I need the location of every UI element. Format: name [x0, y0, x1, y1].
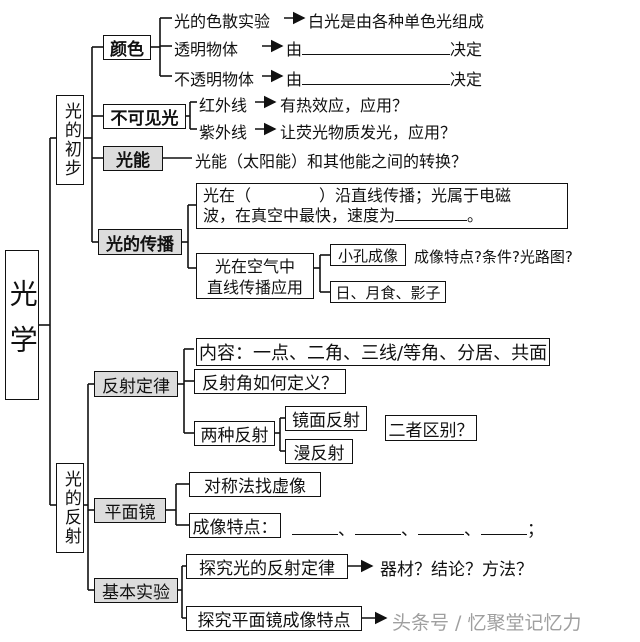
- by-text: 由: [286, 40, 303, 59]
- light-energy-label: 光能: [116, 151, 150, 171]
- ultraviolet: 紫外线: [199, 123, 248, 142]
- ultraviolet-note: 让荧光物质发光，应用？: [280, 123, 457, 142]
- branch-light-reflection: 光的反射: [56, 463, 84, 553]
- answer-blank: [292, 520, 338, 535]
- application-line2: 直线传播应用: [206, 278, 303, 297]
- eclipse-label: 日、月食、影子: [335, 283, 441, 302]
- reflection-law-label: 反射定律: [102, 376, 170, 397]
- specular-reflection: 镜面反射: [285, 406, 367, 431]
- branch-light-reflection-label: 光的反射: [60, 470, 81, 546]
- root-label: 光学: [5, 279, 39, 371]
- end: ；: [527, 520, 544, 540]
- infrared: 红外线: [199, 96, 248, 115]
- symmetry-method: 对称法找虚像: [189, 472, 321, 497]
- fact-prefix: 光在（: [203, 186, 252, 205]
- transparent-rule: 由 决定: [286, 36, 482, 60]
- sep: 、: [338, 520, 355, 540]
- watermark: 头条号 / 忆聚堂记忆力: [392, 612, 582, 634]
- pinhole-label: 小孔成像: [337, 246, 398, 265]
- fact-speed: 波，在真空中最快，速度为: [203, 206, 396, 225]
- answer-blank: [302, 70, 451, 85]
- two-reflections-label: 两种反射: [200, 426, 269, 446]
- propagation-node: 光的传播: [98, 229, 182, 255]
- experiment-reflection-law: 探究光的反射定律: [186, 554, 348, 579]
- difference-label: 二者区别？: [388, 420, 474, 441]
- sep: 、: [401, 520, 418, 540]
- two-reflections-node: 两种反射: [194, 421, 275, 446]
- decides-text: 决定: [450, 70, 483, 89]
- experiment-plane-mirror: 探究平面镜成像特点: [186, 606, 362, 631]
- exp1-label: 探究光的反射定律: [199, 559, 335, 579]
- experiment-reflection-note: 器材？结论？方法？: [380, 560, 533, 580]
- answer-blank: [251, 187, 319, 201]
- sep: 、: [464, 520, 481, 540]
- pinhole-node: 小孔成像: [330, 244, 406, 266]
- answer-blank: [395, 206, 468, 221]
- plane-mirror-label: 平面镜: [104, 503, 156, 523]
- propagation-fact-line2: 波，在真空中最快，速度为 。: [203, 206, 561, 226]
- infrared-note: 有热效应，应用？: [280, 96, 409, 115]
- color-node: 颜色: [103, 35, 151, 60]
- propagation-label: 光的传播: [106, 234, 174, 255]
- fact-suffix: ）沿直线传播；光属于电磁: [319, 186, 512, 205]
- opaque-object: 不透明物体: [174, 70, 255, 89]
- difference-question: 二者区别？: [385, 415, 477, 441]
- exp2-label: 探究平面镜成像特点: [197, 611, 351, 631]
- content-box: 内容：一点、二角、三线/等角、分居、共面: [196, 338, 551, 366]
- angle-question-label: 反射角如何定义？: [202, 374, 338, 394]
- reflection-law-node: 反射定律: [94, 371, 178, 397]
- answer-blank: [302, 40, 451, 55]
- dispersion-experiment: 光的色散实验: [174, 12, 271, 31]
- by-text: 由: [286, 70, 303, 89]
- light-energy-node: 光能: [103, 146, 163, 171]
- application-line1: 光在空气中: [214, 257, 295, 276]
- features-label: 成像特点：: [192, 518, 278, 538]
- light-energy-note: 光能（太阳能）和其他能之间的转换？: [195, 152, 468, 171]
- answer-blank: [418, 520, 464, 535]
- experiments-label: 基本实验: [102, 583, 170, 603]
- branch-light-basics-label: 光的初步: [60, 102, 81, 178]
- opaque-rule: 由 决定: [286, 66, 482, 90]
- invisible-light-node: 不可见光: [103, 104, 186, 129]
- specular-label: 镜面反射: [292, 411, 360, 431]
- symmetry-label: 对称法找虚像: [204, 477, 306, 497]
- features-blanks: 、 、 、 ；: [292, 515, 544, 540]
- propagation-fact-box: 光在（ ）沿直线传播；光属于电磁 波，在真空中最快，速度为 。: [196, 183, 568, 229]
- branch-light-basics: 光的初步: [56, 95, 84, 185]
- reflection-content: 内容：一点、二角、三线/等角、分居、共面: [196, 338, 551, 366]
- propagation-application-box: 光在空气中 直线传播应用: [196, 253, 314, 299]
- image-features: 成像特点：: [189, 513, 281, 538]
- propagation-fact-line1: 光在（ ）沿直线传播；光属于电磁: [203, 186, 561, 206]
- invisible-light-label: 不可见光: [110, 109, 179, 129]
- answer-blank: [355, 520, 401, 535]
- transparent-object: 透明物体: [174, 40, 239, 59]
- diffuse-reflection: 漫反射: [285, 439, 353, 464]
- reflection-angle-question: 反射角如何定义？: [194, 369, 346, 394]
- plane-mirror-node: 平面镜: [94, 498, 166, 523]
- experiments-node: 基本实验: [94, 578, 178, 603]
- color-label: 颜色: [110, 40, 144, 60]
- root-box: 光学: [5, 250, 39, 400]
- fact-end: 。: [467, 206, 484, 225]
- eclipse-node: 日、月食、影子: [330, 281, 446, 303]
- answer-blank: [481, 520, 527, 535]
- pinhole-note: 成像特点?条件?光路图?: [414, 248, 573, 266]
- decides-text: 决定: [450, 40, 483, 59]
- dispersion-result: 白光是由各种单色光组成: [308, 12, 485, 31]
- diffuse-label: 漫反射: [293, 444, 345, 464]
